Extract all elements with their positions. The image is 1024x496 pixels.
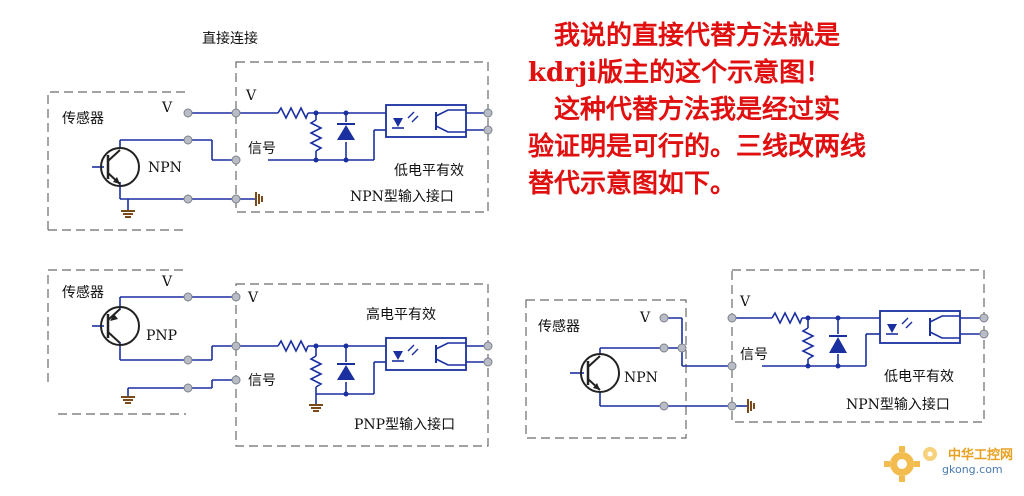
diagram-pnp [47, 269, 493, 447]
pnp-transistor-symbol [100, 306, 140, 346]
note-line: 验证明是可行的。三线改两线 [528, 132, 867, 162]
npn-transistor-symbol [100, 147, 140, 187]
interface-box-border [235, 61, 489, 213]
two-wire-sensor-label: 传感器 [538, 319, 580, 335]
npn-interface-label: NPN型输入接口 [350, 189, 454, 205]
note-line: 这种代替方法我是经过实 [528, 95, 841, 125]
pnp-signal-label: 信号 [248, 373, 276, 389]
pnp-input-v-label: V [248, 290, 259, 306]
npn-sensor-v-label: V [162, 100, 173, 116]
two-wire-input-v-label: V [740, 294, 751, 310]
pnp-level-label: 高电平有效 [366, 307, 436, 323]
sensor-box-border [47, 91, 186, 230]
npn-input-v-label: V [246, 88, 257, 104]
diagram-two-wire [525, 269, 989, 439]
two-wire-interface-label: NPN型输入接口 [846, 397, 950, 413]
two-wire-sensor-v-label: V [640, 310, 651, 326]
npn-sensor-label: 传感器 [62, 111, 104, 127]
npn-signal-label: 信号 [248, 141, 276, 157]
watermark-title: 中华工控网 [948, 448, 1014, 463]
watermark-url: gkong.com [942, 463, 1003, 476]
gkong-logo [884, 446, 937, 482]
terminal-dots [183, 108, 493, 204]
note-line: kdrji版主的这个示意图！ [528, 58, 832, 88]
two-wire-level-label: 低电平有效 [884, 369, 954, 385]
npn-transistor-label: NPN [148, 160, 182, 176]
two-wire-signal-label: 信号 [740, 347, 768, 363]
gear-icon [884, 446, 937, 482]
note-line: 我说的直接代替方法就是 [528, 21, 841, 51]
two-wire-transistor-label: NPN [624, 370, 658, 386]
annotation-note: 我说的直接代替方法就是 kdrji版主的这个示意图！ 这种代替方法我是经过实 验… [528, 18, 998, 203]
npn-level-label: 低电平有效 [394, 163, 464, 179]
diagram-npn [47, 61, 493, 231]
direct-connection-caption: 直接连接 [202, 31, 258, 47]
npn-two-wire-transistor-symbol [580, 353, 620, 393]
pnp-transistor-label: PNP [146, 328, 178, 344]
note-line: 替代示意图如下。 [528, 169, 737, 199]
pnp-interface-label: PNP型输入接口 [354, 417, 456, 433]
pnp-sensor-v-label: V [162, 274, 173, 290]
pnp-sensor-label: 传感器 [62, 285, 104, 301]
